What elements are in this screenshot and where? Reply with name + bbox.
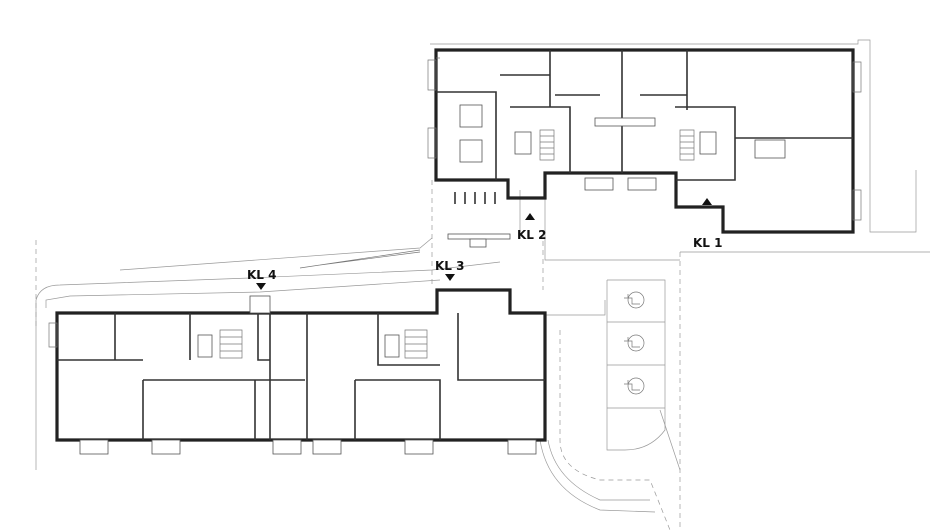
balcony xyxy=(79,439,109,455)
triangle-arrow-icon xyxy=(702,198,712,205)
accessible-wc xyxy=(459,139,483,163)
wheelchair-icon xyxy=(624,291,645,309)
elevator xyxy=(384,334,400,358)
kitchen xyxy=(594,117,656,127)
bench xyxy=(447,233,511,240)
entrance-label: KL 4 xyxy=(247,268,276,282)
entrance-label: KL 3 xyxy=(435,259,464,273)
balcony xyxy=(584,177,614,191)
bench-seat xyxy=(469,238,487,248)
entrance-kl1: KL 1 xyxy=(693,198,722,250)
triangle-arrow-icon xyxy=(256,283,266,290)
balcony xyxy=(151,439,181,455)
kl4-porch xyxy=(249,295,271,314)
elevator xyxy=(514,131,532,155)
triangle-arrow-icon xyxy=(525,213,535,220)
entrance-kl3: KL 3 xyxy=(435,259,464,281)
entrance-label: KL 2 xyxy=(517,228,546,242)
lower-building xyxy=(48,288,547,455)
parking-stripes xyxy=(447,192,511,248)
balcony xyxy=(272,439,302,455)
wheelchair-icon xyxy=(624,377,645,395)
balcony xyxy=(627,177,657,191)
triangle-arrow-icon xyxy=(445,274,455,281)
accessible-wc xyxy=(459,104,483,128)
entrance-kl4: KL 4 xyxy=(247,268,276,290)
balcony xyxy=(404,439,434,455)
elevator xyxy=(699,131,717,155)
accessible-parking xyxy=(606,279,666,451)
balcony xyxy=(312,439,342,455)
entrance-kl2: KL 2 xyxy=(517,213,546,242)
site-lines xyxy=(35,39,930,530)
upper-building xyxy=(427,48,862,234)
elevator xyxy=(197,334,213,358)
entrance-label: KL 1 xyxy=(693,236,722,250)
wheelchair-icon xyxy=(624,334,645,352)
balcony xyxy=(507,439,537,455)
accessible-wc xyxy=(754,139,786,159)
